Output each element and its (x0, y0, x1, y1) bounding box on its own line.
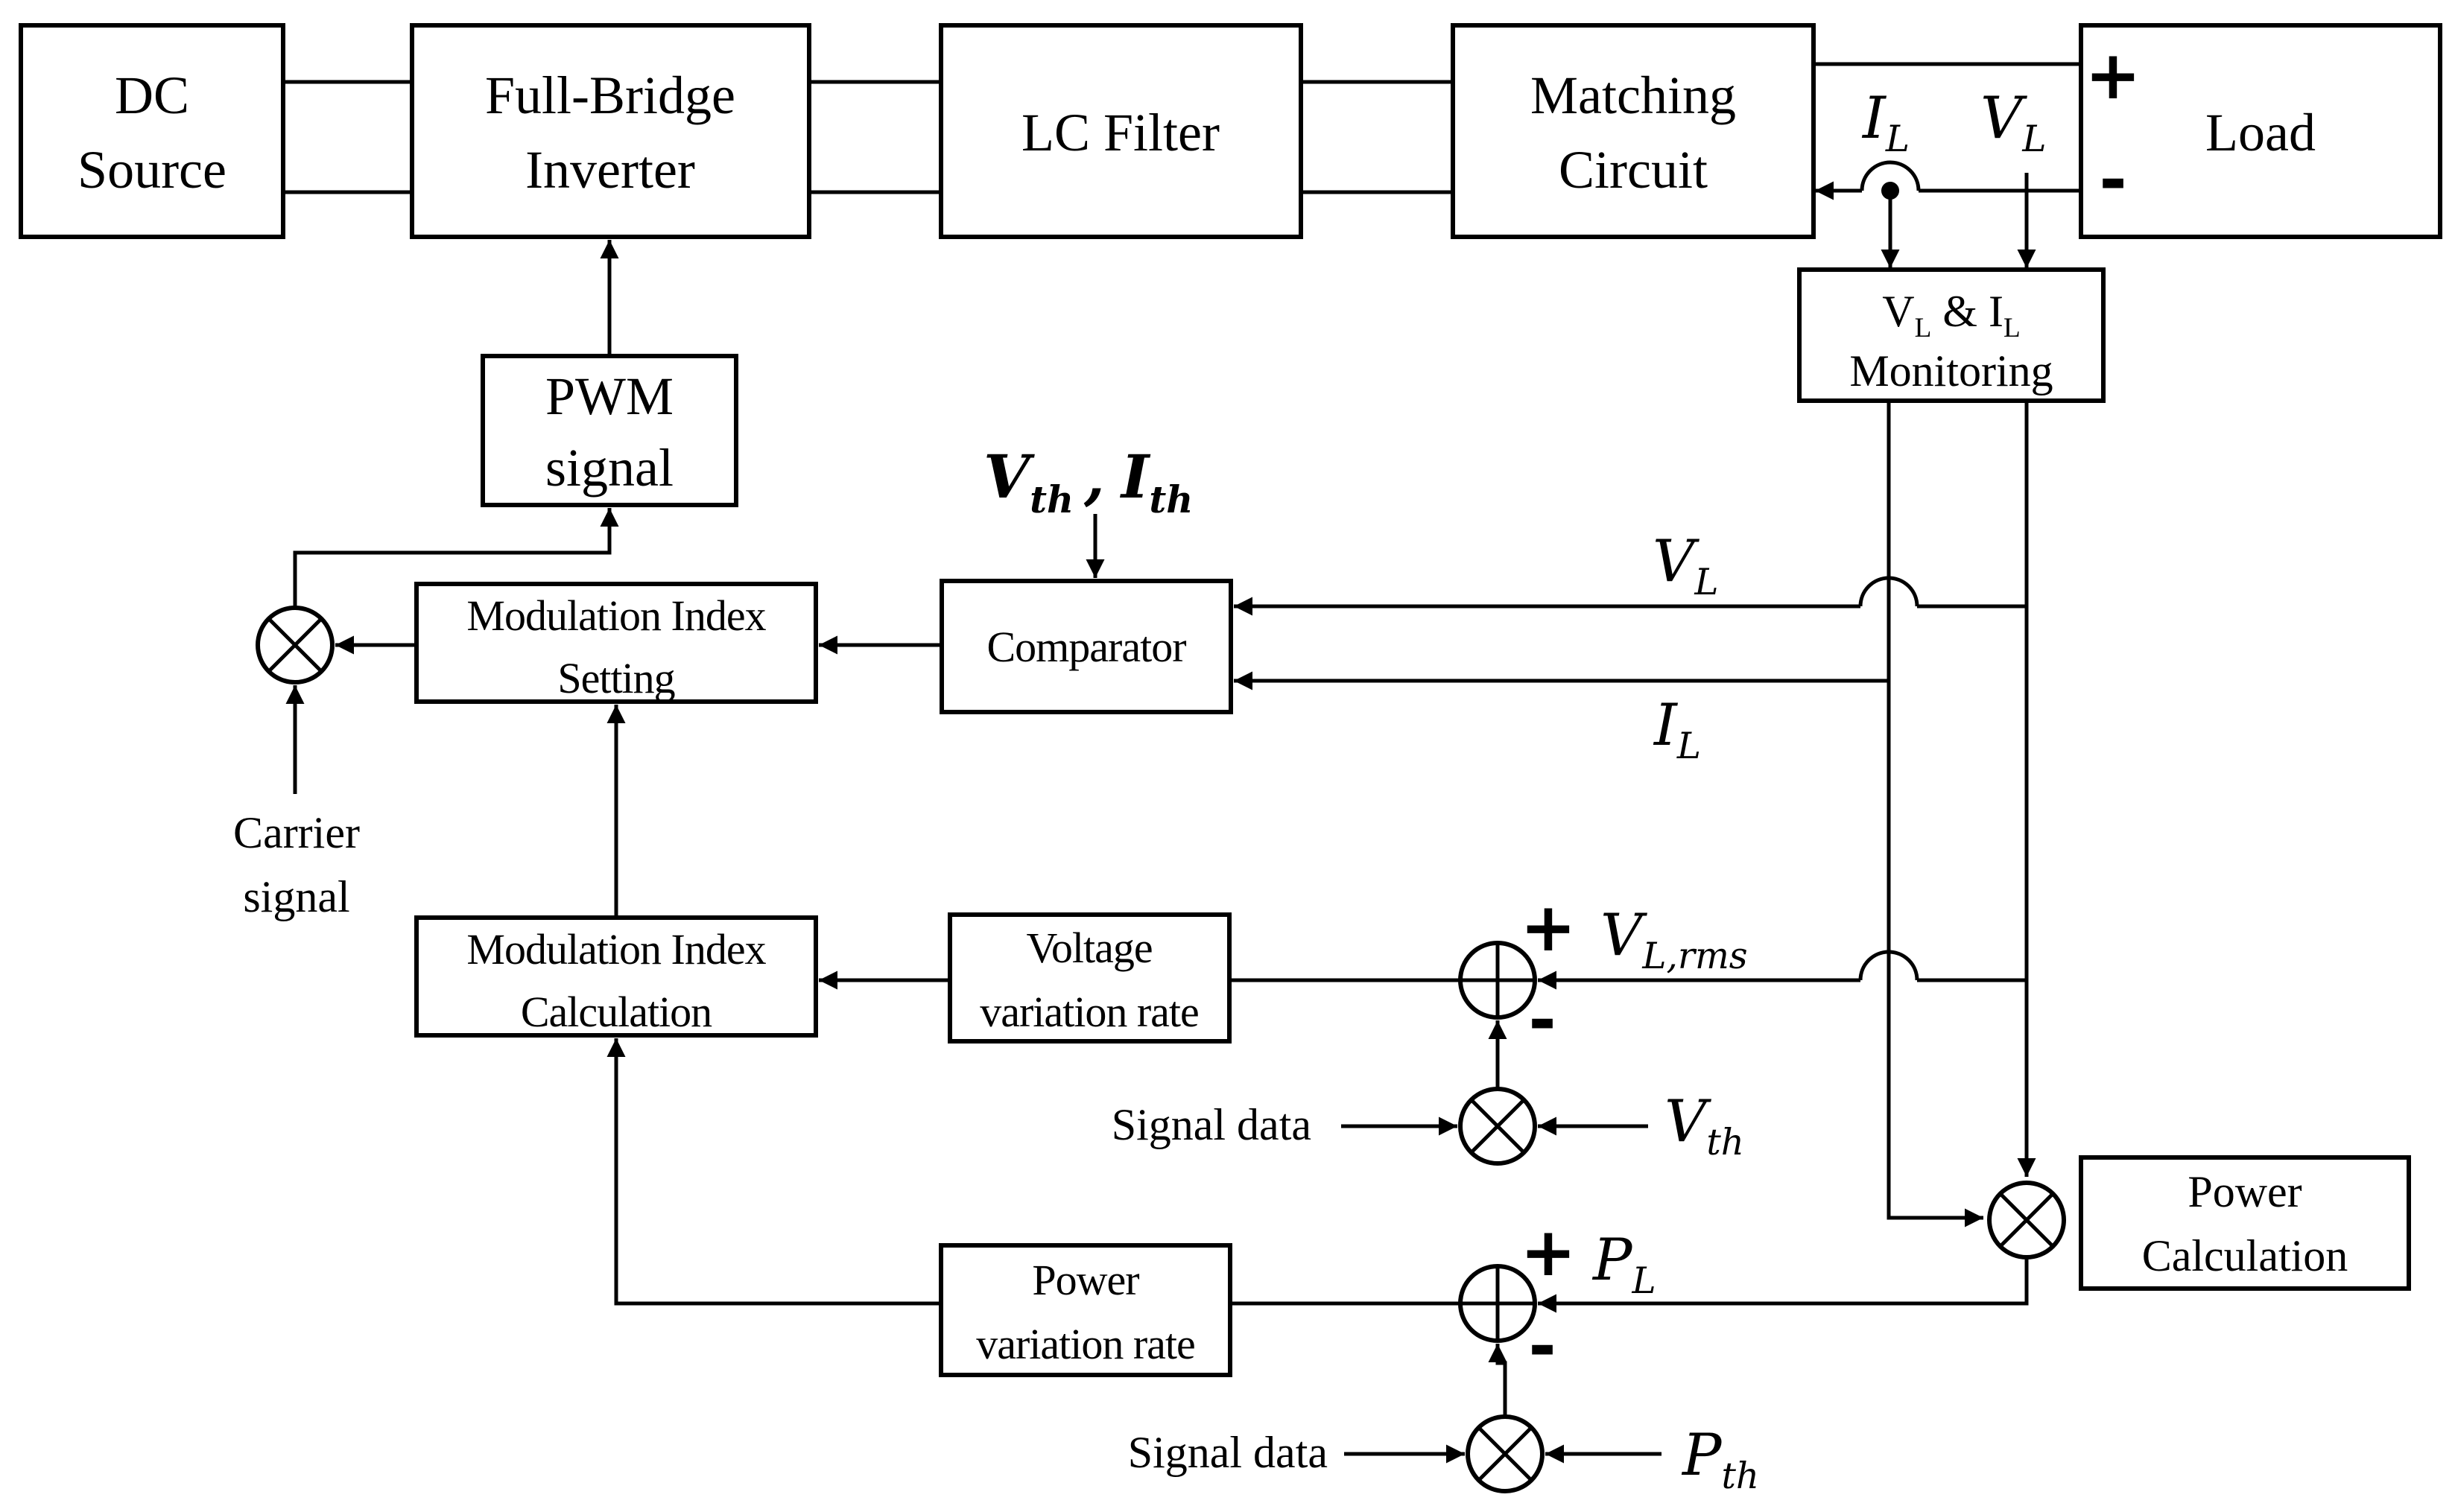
monitoring-label-2: Monitoring (1849, 346, 2053, 396)
lc-filter-block: LC Filter (939, 23, 1303, 239)
comparator-block: Comparator (940, 579, 1233, 714)
matching-circuit-block: Matching Circuit (1451, 23, 1816, 239)
signal-data-v-label: Signal data (1112, 1100, 1311, 1149)
power-multiplier (1987, 1181, 2066, 1260)
svg-text:VL,rms: VL,rms (1600, 902, 1748, 977)
matching-label-2: Circuit (1559, 140, 1708, 200)
load-voltage-label: VL (1980, 85, 2046, 160)
voltage-rate-label-2: variation rate (980, 988, 1199, 1036)
power-rate-label-2: variation rate (976, 1320, 1195, 1368)
monitoring-label-1: VL & IL (1882, 287, 2020, 343)
load-minus-sign: - (2099, 141, 2126, 219)
modulation-index-setting-block: Modulation Index Setting (414, 582, 818, 704)
carrier-label-2: signal (243, 872, 349, 921)
monitoring-block: VL & IL Monitoring (1797, 267, 2106, 403)
matching-label-1: Matching (1530, 66, 1736, 125)
power-variation-rate-block: Power variation rate (939, 1243, 1232, 1377)
svg-text:IL: IL (1653, 692, 1701, 767)
svg-text:Vth: Vth (1664, 1088, 1744, 1163)
power-calc-label-2: Calculation (2142, 1231, 2348, 1280)
il-feedback-label: IL (1653, 692, 1701, 767)
threshold-input-label: Vth,Ith (983, 442, 1193, 521)
dc-source-label-1: DC (115, 66, 189, 125)
pwm-label-2: signal (545, 438, 674, 498)
mod-calc-label-2: Calculation (521, 988, 712, 1036)
mod-calc-label-1: Modulation Index (466, 925, 766, 973)
load-current-label: IL (1861, 85, 1910, 160)
pl-label: PL (1591, 1227, 1656, 1302)
inverter-label-1: Full-Bridge (485, 66, 735, 125)
psum-minus-sign: - (1528, 1307, 1556, 1385)
svg-text:IL: IL (1861, 85, 1910, 160)
carrier-multiplier (256, 606, 335, 684)
power-calculation-block: Power Calculation (2079, 1155, 2411, 1291)
svg-text:PL: PL (1591, 1227, 1656, 1302)
power-signal-multiplier (1466, 1414, 1545, 1493)
carrier-label-1: Carrier (233, 808, 360, 857)
full-bridge-inverter-block: Full-Bridge Inverter (410, 23, 811, 239)
power-calc-label-1: Power (2188, 1167, 2302, 1216)
load-block: Load (2079, 23, 2442, 239)
svg-text:Vth,Ith: Vth,Ith (983, 442, 1193, 521)
svg-text:Pth: Pth (1681, 1422, 1759, 1497)
signal-data-p-label: Signal data (1128, 1428, 1328, 1477)
power-rate-label-1: Power (1032, 1256, 1139, 1304)
svg-text:VL: VL (1653, 528, 1718, 603)
modulation-index-calculation-block: Modulation Index Calculation (414, 915, 818, 1038)
voltage-rate-label-1: Voltage (1026, 924, 1152, 972)
pwm-signal-block: PWM signal (481, 354, 738, 507)
inverter-label-2: Inverter (525, 140, 695, 200)
lc-filter-label: LC Filter (1021, 103, 1220, 162)
svg-text:VL: VL (1980, 85, 2046, 160)
mod-setting-label-2: Setting (557, 654, 674, 702)
vsum-plus-sign: + (1520, 889, 1576, 967)
comparator-label: Comparator (986, 623, 1186, 671)
voltage-signal-multiplier (1458, 1087, 1537, 1166)
vl-feedback-label: VL (1653, 528, 1718, 603)
load-plus-sign: + (2085, 36, 2141, 115)
psum-plus-sign: + (1520, 1213, 1576, 1292)
vth-label: Vth (1664, 1088, 1744, 1163)
vlrms-label: VL,rms (1600, 902, 1748, 977)
load-label: Load (2205, 103, 2316, 162)
vsum-minus-sign: - (1528, 981, 1556, 1059)
pth-label: Pth (1681, 1422, 1759, 1497)
mod-setting-label-1: Modulation Index (466, 591, 766, 640)
dc-source-block: DC Source (19, 23, 285, 239)
voltage-variation-rate-block: Voltage variation rate (948, 912, 1232, 1044)
dc-source-label-2: Source (77, 140, 227, 200)
pwm-label-1: PWM (545, 366, 674, 426)
